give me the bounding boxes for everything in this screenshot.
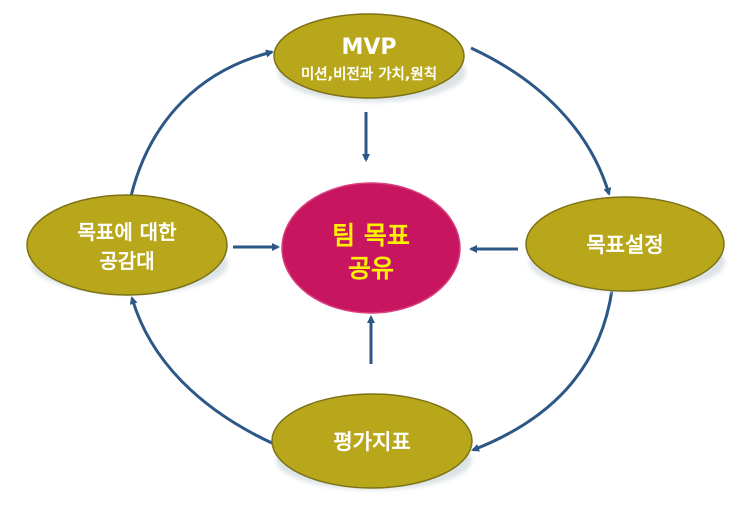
node-subtitle: 공감대 bbox=[99, 249, 154, 273]
node-metrics: 평가지표 bbox=[271, 393, 473, 490]
node-empathy: 목표에 대한 공감대 bbox=[26, 194, 228, 296]
arrow-mvp-to-goal-setting bbox=[470, 46, 612, 196]
node-team-goal-sharing: 팀 목표 공유 bbox=[281, 182, 461, 314]
node-title: MVP bbox=[341, 35, 396, 60]
node-ellipse bbox=[26, 194, 228, 296]
arrow-goal-setting-to-metrics bbox=[471, 289, 614, 452]
node-goal-setting: 목표설정 bbox=[525, 196, 725, 292]
node-title: 목표설정 bbox=[586, 233, 663, 257]
node-subtitle: 미션,비전과 가치,원칙 bbox=[301, 66, 437, 83]
node-ellipse bbox=[525, 196, 725, 292]
arrow-empathy-to-mvp bbox=[129, 49, 274, 197]
node-mvp: MVP 미션,비전과 가치,원칙 bbox=[273, 13, 466, 102]
arrow-metrics-to-empathy bbox=[129, 296, 275, 446]
center-title: 팀 목표 bbox=[332, 221, 410, 250]
node-ellipse bbox=[273, 13, 465, 99]
node-title: 평가지표 bbox=[333, 430, 410, 454]
center-ellipse bbox=[281, 182, 461, 314]
node-title: 목표에 대한 bbox=[78, 220, 178, 244]
node-ellipse bbox=[271, 393, 473, 489]
center-subtitle: 공유 bbox=[348, 254, 394, 283]
